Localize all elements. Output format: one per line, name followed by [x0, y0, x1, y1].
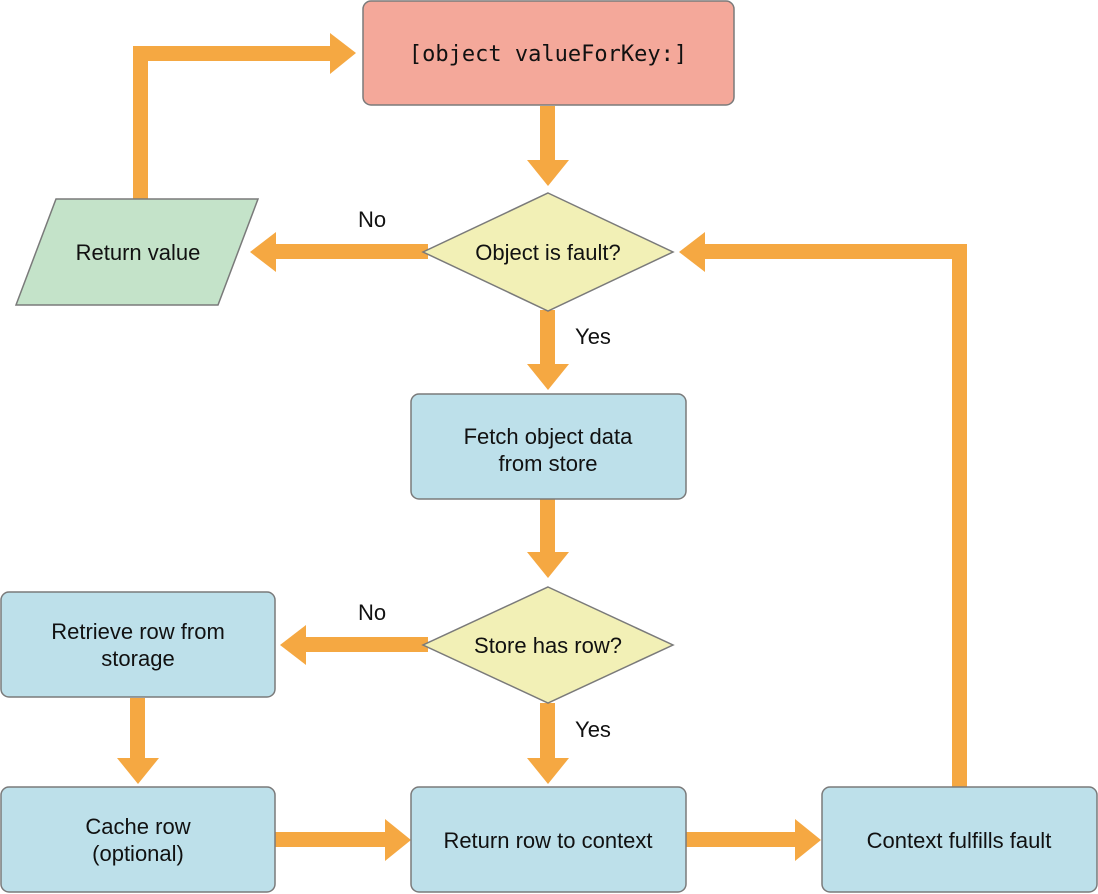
start-node: [object valueForKey:] — [362, 0, 735, 106]
process-fetch-object-data: Fetch object data from store — [410, 393, 687, 500]
process-cache-line1: Cache row — [85, 814, 190, 839]
arrow-return-value-to-start — [133, 33, 356, 200]
output-return-value-text: Return value — [76, 240, 201, 265]
arrow-start-to-fault — [527, 106, 569, 186]
edge-label-fault-yes: Yes — [575, 324, 611, 349]
process-return-row-text: Return row to context — [443, 828, 652, 853]
process-cache-row: Cache row (optional) — [0, 786, 276, 893]
output-return-value: Return value — [14, 198, 260, 306]
edge-label-row-yes: Yes — [575, 717, 611, 742]
process-fetch-line2: from store — [498, 451, 597, 476]
arrow-fetch-to-has-row — [527, 499, 569, 578]
start-node-text: [object valueForKey:] — [409, 42, 687, 67]
process-context-fulfills: Context fulfills fault — [821, 786, 1098, 893]
decision-object-is-fault: Object is fault? — [421, 192, 675, 312]
decision-store-has-row-text: Store has row? — [474, 633, 622, 658]
process-retrieve-row: Retrieve row from storage — [0, 591, 276, 698]
arrow-fault-to-fetch — [527, 310, 569, 390]
decision-store-has-row: Store has row? — [421, 586, 675, 704]
process-return-row: Return row to context — [410, 786, 687, 893]
process-fetch-line1: Fetch object data — [464, 424, 634, 449]
process-retrieve-line1: Retrieve row from — [51, 619, 225, 644]
process-context-fulfills-text: Context fulfills fault — [867, 828, 1052, 853]
decision-object-is-fault-text: Object is fault? — [475, 240, 621, 265]
arrow-cache-to-return-row — [275, 819, 411, 861]
connectors — [117, 33, 967, 861]
arrow-has-row-to-retrieve — [280, 625, 428, 665]
arrow-fulfill-to-fault — [679, 232, 967, 788]
arrow-fault-to-return-value — [250, 232, 428, 272]
edge-label-fault-no: No — [358, 207, 386, 232]
arrow-has-row-to-return-row — [527, 703, 569, 784]
process-retrieve-line2: storage — [101, 646, 174, 671]
arrow-retrieve-to-cache — [117, 698, 159, 784]
arrow-return-row-to-fulfill — [686, 819, 821, 861]
process-cache-line2: (optional) — [92, 841, 184, 866]
edge-label-row-no: No — [358, 600, 386, 625]
